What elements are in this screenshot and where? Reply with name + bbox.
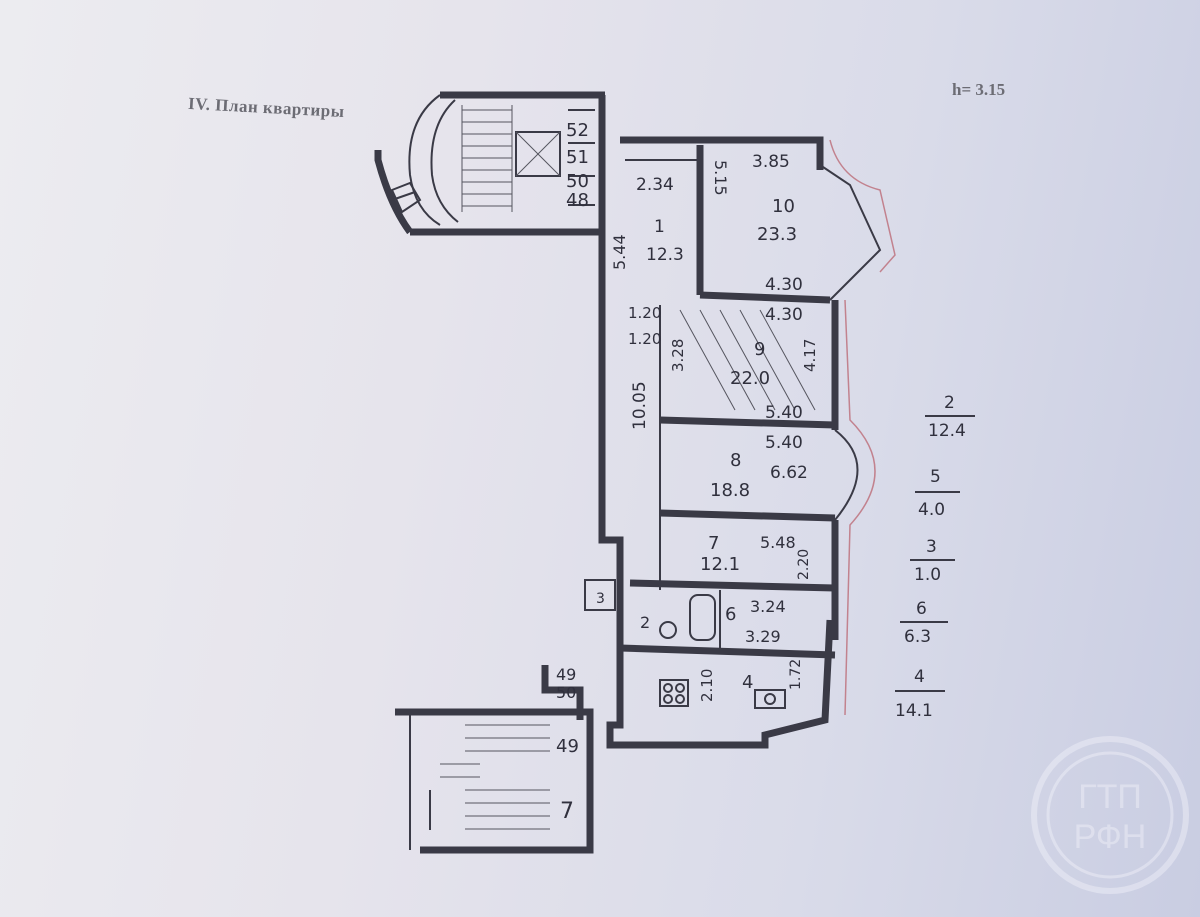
dim-2-10: 2.10 — [698, 669, 716, 702]
lower-staircase: 3 49 50 49 7 — [395, 579, 616, 854]
dim-5-40-b: 5.40 — [765, 433, 803, 453]
legend-6-number: 6 — [916, 599, 927, 619]
dim-4-30-a: 4.30 — [765, 275, 803, 295]
stair-num-51: 51 — [566, 147, 589, 168]
upper-staircase: 52 51 50 48 — [374, 91, 605, 236]
dim-3-85: 3.85 — [752, 152, 790, 172]
room-8-number: 8 — [730, 450, 741, 471]
room-labels: 1 12.3 10 23.3 9 22.0 8 18.8 7 12.1 6 4 … — [640, 196, 797, 693]
legend-5-area: 4.0 — [918, 500, 945, 520]
stair-num-48: 48 — [566, 190, 589, 211]
dim-3-29: 3.29 — [745, 627, 781, 646]
dim-5-48: 5.48 — [760, 533, 796, 552]
room-2-number: 2 — [640, 613, 650, 632]
dim-3-28: 3.28 — [669, 339, 687, 372]
ceiling-height: h= 3.15 — [952, 80, 1006, 99]
room-6-number: 6 — [725, 604, 736, 625]
dim-2-20: 2.20 — [796, 549, 812, 580]
stair-num-7: 7 — [560, 799, 574, 824]
dim-1-72: 1.72 — [788, 659, 804, 690]
legend-3-number: 3 — [926, 537, 937, 557]
small-room-number: 3 — [596, 591, 605, 607]
dim-1-20-b: 1.20 — [628, 330, 661, 348]
legend-4-area: 14.1 — [895, 701, 933, 721]
dim-6-62: 6.62 — [770, 463, 808, 483]
room-7-area: 12.1 — [700, 554, 740, 575]
stair-num-50-bottom: 50 — [556, 683, 576, 702]
watermark-stamp: ГТП РФН — [1031, 736, 1189, 894]
watermark-bottom: РФН — [1074, 818, 1147, 856]
partitions — [619, 145, 836, 709]
legend-3-area: 1.0 — [914, 565, 941, 585]
room-8-area: 18.8 — [710, 480, 750, 501]
stair-num-52: 52 — [566, 120, 589, 141]
dim-5-44: 5.44 — [610, 234, 629, 270]
room-1-area: 12.3 — [646, 245, 684, 265]
dim-3-24: 3.24 — [750, 597, 786, 616]
dim-4-17: 4.17 — [801, 339, 819, 372]
dimensions: 2.34 5.15 3.85 5.44 4.30 4.30 1.20 1.20 … — [610, 152, 819, 702]
stair-num-50: 50 — [566, 171, 589, 192]
dim-10-05: 10.05 — [630, 381, 650, 430]
watermark-top: ГТП — [1078, 778, 1142, 816]
legend-4-number: 4 — [914, 667, 925, 687]
room-9-number: 9 — [754, 339, 765, 360]
stair-num-49-bottom: 49 — [556, 736, 579, 757]
room-4-number: 4 — [742, 672, 753, 693]
dim-1-20: 1.20 — [628, 304, 661, 322]
dim-4-30-b: 4.30 — [765, 305, 803, 325]
room-10-area: 23.3 — [757, 224, 797, 245]
dim-5-40-a: 5.40 — [765, 403, 803, 423]
room-1-number: 1 — [654, 217, 665, 237]
apartment-walls — [598, 95, 896, 749]
room-7-number: 7 — [708, 533, 719, 554]
legend-6-area: 6.3 — [904, 627, 931, 647]
legend-2-area: 12.4 — [928, 421, 966, 441]
legend-2-number: 2 — [944, 393, 955, 413]
room-10-number: 10 — [772, 196, 795, 217]
legend-5-number: 5 — [930, 467, 941, 487]
area-legend: 2 12.4 5 4.0 3 1.0 6 6.3 4 14.1 — [895, 393, 975, 721]
room-9-area: 22.0 — [730, 368, 770, 389]
dim-5-15: 5.15 — [711, 160, 730, 196]
dim-2-34: 2.34 — [636, 175, 674, 195]
stair-num-49-top: 49 — [556, 665, 576, 684]
